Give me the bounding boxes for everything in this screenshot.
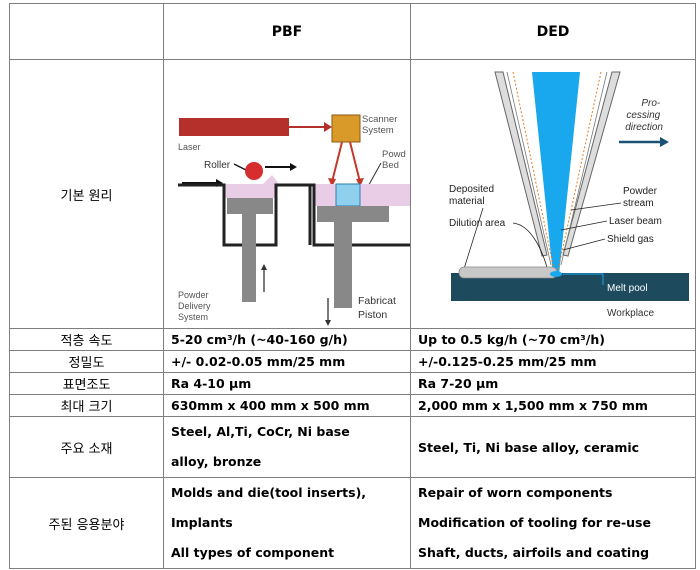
- fab-chamber: [310, 183, 410, 247]
- ded-speed-value: Up to 0.5 kg/h (~70 cm³/h): [410, 328, 696, 351]
- direction-arrow-head: [660, 137, 669, 147]
- nozzle-right-wall: [562, 71, 621, 257]
- deposited-label: Deposited material: [449, 184, 497, 207]
- header-ded: DED: [410, 3, 696, 60]
- ded-diagram-cell: Pro- cessing direction Deposited materia…: [410, 59, 696, 329]
- row-label-roughness: 표면조도: [9, 372, 164, 395]
- row-roughness: 표면조도 Ra 4-10 μm Ra 7-20 μm: [9, 372, 696, 395]
- fab-down-head: [325, 320, 331, 326]
- dilution-label: Dilution area: [449, 218, 506, 229]
- workplace-label: Workplace: [607, 308, 654, 319]
- powder-line-right: [556, 71, 602, 276]
- ded-precision-value: +/-0.125-0.25 mm/25 mm: [410, 350, 696, 373]
- scan-arrow-right: [356, 178, 364, 187]
- powder-bed-label: Powd Bed: [382, 149, 408, 171]
- row-label-principle: 기본 원리: [9, 59, 164, 329]
- ded-diagram: Pro- cessing direction Deposited materia…: [449, 71, 689, 319]
- deposited-bead: [458, 266, 558, 279]
- laser-arrow: [324, 122, 332, 132]
- scan-arrow-left: [328, 178, 336, 187]
- shield-line-right: [560, 71, 608, 266]
- scanner-box: [331, 114, 361, 143]
- pbf-applications-value: Molds and die(tool inserts), Implants Al…: [163, 477, 411, 569]
- deposited-leader: [462, 207, 484, 273]
- pbf-app-line-3: All types of component: [171, 545, 335, 560]
- powder-line-left: [512, 71, 556, 276]
- pbf-max-size-value: 630mm x 400 mm x 500 mm: [163, 394, 411, 417]
- delivery-label: Powder Delivery System: [178, 290, 213, 322]
- roller-arrow-line: [233, 163, 247, 171]
- comparison-table: PBF DED 기본 원리 Laser Scanner System P: [9, 3, 696, 569]
- row-precision: 정밀도 +/- 0.02-0.05 mm/25 mm +/-0.125-0.25…: [9, 350, 696, 373]
- row-label-precision: 정밀도: [9, 350, 164, 373]
- row-principle: 기본 원리 Laser Scanner System Powd Bed: [9, 59, 696, 329]
- powder-stream-leader: [570, 202, 622, 211]
- direction-label: Pro- cessing direction: [625, 98, 663, 133]
- row-label-applications: 주된 응용분야: [9, 477, 164, 569]
- row-speed: 적층 속도 5-20 cm³/h (~40-160 g/h) Up to 0.5…: [9, 328, 696, 351]
- row-label-max-size: 최대 크기: [9, 394, 164, 417]
- pbf-roughness-value: Ra 4-10 μm: [163, 372, 411, 395]
- scan-beam-right: [349, 141, 361, 183]
- row-applications: 주된 응용분야 Molds and die(tool inserts), Imp…: [9, 477, 696, 569]
- ded-app-line-1: Repair of worn components: [418, 485, 613, 500]
- ded-roughness-value: Ra 7-20 μm: [410, 372, 696, 395]
- melt-pool-label: Melt pool: [607, 283, 648, 294]
- scan-beam-left: [331, 141, 343, 183]
- roller-label: Roller: [204, 160, 231, 171]
- pbf-diagram-cell: Laser Scanner System Powd Bed Roller: [163, 59, 411, 329]
- pbf-precision-value: +/- 0.02-0.05 mm/25 mm: [163, 350, 411, 373]
- laser-source: [179, 118, 289, 136]
- pbf-materials-line-2: alloy, bronze: [171, 454, 262, 469]
- delivery-up-head: [261, 264, 267, 270]
- row-max-size: 최대 크기 630mm x 400 mm x 500 mm 2,000 mm x…: [9, 394, 696, 417]
- scanner-label: Scanner System: [362, 114, 400, 136]
- ded-max-size-value: 2,000 mm x 1,500 mm x 750 mm: [410, 394, 696, 417]
- row-label-speed: 적층 속도: [9, 328, 164, 351]
- pbf-materials-value: Steel, Al,Ti, CoCr, Ni base alloy, bronz…: [163, 416, 411, 478]
- roller: [245, 162, 263, 180]
- fab-platform: [317, 206, 389, 222]
- roller-move-arrow: [290, 163, 297, 171]
- shield-line-left: [506, 71, 552, 266]
- fabrication-label: Fabricat Piston: [358, 295, 399, 321]
- pbf-app-line-1: Molds and die(tool inserts),: [171, 485, 367, 500]
- delivery-rod: [242, 214, 256, 302]
- laser-beam-cone: [532, 72, 580, 275]
- row-materials: 주요 소재 Steel, Al,Ti, CoCr, Ni base alloy,…: [9, 416, 696, 478]
- laser-beam-leader: [560, 220, 608, 231]
- laser-label: Laser: [178, 142, 201, 152]
- powder-heap: [262, 175, 280, 185]
- header-empty-cell: [9, 3, 164, 60]
- header-pbf: PBF: [163, 3, 411, 60]
- pbf-diagram: Laser Scanner System Powd Bed Roller: [178, 114, 410, 326]
- nozzle-left-wall: [494, 71, 548, 257]
- pbf-app-line-2: Implants: [171, 515, 233, 530]
- shield-gas-label: Shield gas: [607, 234, 654, 245]
- laser-beam-label: Laser beam: [609, 216, 662, 227]
- fab-powder: [314, 184, 410, 206]
- delivery-piston: [227, 198, 273, 214]
- ded-applications-value: Repair of worn components Modification o…: [410, 477, 696, 569]
- ded-app-line-3: Shaft, ducts, airfoils and coating: [418, 545, 650, 560]
- row-label-materials: 주요 소재: [9, 416, 164, 478]
- powder-stream-label: Powder stream: [623, 186, 660, 209]
- pbf-materials-line-1: Steel, Al,Ti, CoCr, Ni base: [171, 424, 350, 439]
- pbf-speed-value: 5-20 cm³/h (~40-160 g/h): [163, 328, 411, 351]
- delivery-powder: [224, 184, 276, 198]
- ded-materials-value: Steel, Ti, Ni base alloy, ceramic: [410, 416, 696, 478]
- melt-pool-spot: [550, 271, 562, 277]
- fab-rod: [334, 222, 352, 308]
- fab-part: [335, 183, 361, 207]
- ded-app-line-2: Modification of tooling for re-use: [418, 515, 651, 530]
- header-row: PBF DED: [9, 3, 696, 60]
- shield-gas-leader: [562, 238, 606, 251]
